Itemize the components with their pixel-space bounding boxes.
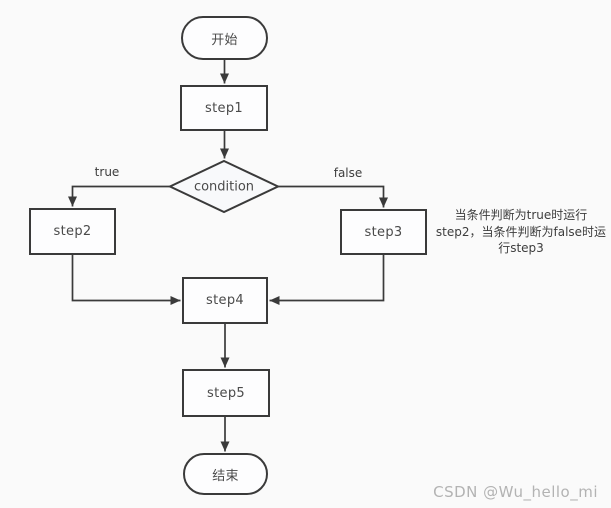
annotation-line: 当条件判断为true时运行 xyxy=(454,208,588,222)
annotation-note: 当条件判断为true时运行 step2，当条件判断为false时运 行step3 xyxy=(430,207,611,257)
node-step3-label: step3 xyxy=(364,224,403,240)
node-start: 开始 xyxy=(181,16,268,60)
node-start-label: 开始 xyxy=(211,32,238,48)
node-step1: step1 xyxy=(180,85,268,131)
edge-condition-step3-false xyxy=(278,185,388,208)
node-step5: step5 xyxy=(182,369,270,417)
condition-diamond-shape xyxy=(167,159,281,214)
node-end: 结束 xyxy=(183,453,268,495)
edge-label-true: true xyxy=(94,165,120,179)
edge-step2-step4 xyxy=(71,255,181,305)
node-step4-label: step4 xyxy=(206,293,244,308)
csdn-watermark: CSDN @Wu_hello_mi xyxy=(433,483,598,501)
node-condition-label: condition xyxy=(193,179,255,195)
node-step2-label: step2 xyxy=(53,224,92,239)
annotation-line: step2，当条件判断为false时运 xyxy=(435,224,607,239)
node-step4: step4 xyxy=(182,277,268,324)
edge-step3-step4 xyxy=(269,255,385,305)
node-end-label: 结束 xyxy=(212,468,239,484)
node-step1-label: step1 xyxy=(205,100,243,116)
node-step2: step2 xyxy=(29,208,116,255)
node-step5-label: step5 xyxy=(207,385,245,401)
annotation-line: 行step3 xyxy=(498,241,544,256)
node-step3: step3 xyxy=(340,209,427,255)
edge-condition-step2-true xyxy=(68,185,170,207)
edge-label-false: false xyxy=(333,166,363,180)
